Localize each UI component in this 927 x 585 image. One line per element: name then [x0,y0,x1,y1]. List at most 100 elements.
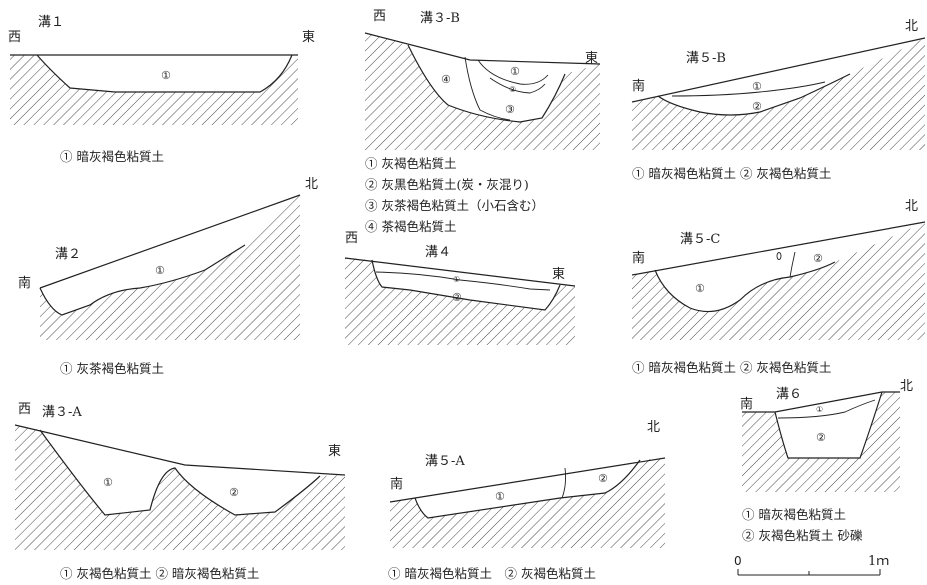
m3b-layer-2: ② [509,85,516,94]
m6-trench-outline [774,391,883,459]
section-m1: 溝１ 西 東 ① ① 暗灰褐色粘質土 [8,15,315,164]
m2-dir-north: 北 [305,177,318,192]
m5a-title: 溝５-A [425,454,465,469]
m5b-soil-hatch [632,38,925,150]
m2-ground-line [39,194,301,289]
m2-dir-south: 南 [18,275,31,291]
m3a-trench-outline [39,429,321,516]
m3b-legend-1: ① 灰褐色粘質土 [365,156,456,171]
scale-end-label: 1ｍ [868,554,889,569]
m3b-legend-2: ② 灰黒色粘質土(炭・灰混り) [365,177,529,192]
m3a-dir-west: 西 [18,402,31,417]
m3a-ground-line [14,424,346,476]
m5c-layer-1: ① [695,282,705,295]
section-m2: 溝２ 南 北 ① ① 灰茶褐色粘質土 [18,177,318,376]
m3a-layer-1: ① [103,476,113,489]
m6-dir-north: 北 [900,379,913,394]
section-m4: 西 溝４ 東 ① ② [344,231,576,345]
m4-ground-line [344,257,576,287]
m5c-legend-1: ① 暗灰褐色粘質土 ② 灰褐色粘質土 [632,360,831,375]
m6-layer-boundary [777,399,876,419]
section-m3a: 溝３-A 西 東 ① ② ① 灰褐色粘質土 ② 暗灰褐色粘質土 [14,402,346,581]
m5c-layer-2: ② [813,252,823,265]
m4-layer-2: ② [452,291,462,304]
m4-dir-west: 西 [345,231,358,246]
m3a-title: 溝３-A [42,405,82,420]
m5c-ground-line [631,221,926,276]
m1-soil-hatch [10,55,298,125]
m4-dir-east: 東 [552,266,565,282]
m2-legend-1: ① 灰茶褐色粘質土 [60,361,164,376]
m5c-dir-north: 北 [905,199,918,214]
m5a-layer-boundary [561,467,567,499]
m3b-ground-line [364,32,601,65]
m1-legend-1: ① 暗灰褐色粘質土 [60,149,164,164]
scale-start-label: 0 [734,554,742,568]
m6-layer-2: ② [816,431,826,444]
m4-soil-hatch [345,258,575,345]
m1-trench-outline [36,54,293,93]
m5b-legend-1: ① 暗灰褐色粘質土 ② 灰褐色粘質土 [632,166,831,181]
section-m3b: 西 溝３-B 東 ① ② ③ ④ ① 灰褐色粘質土 ② 灰黒色粘質土(炭・灰混り… [364,9,601,234]
m2-title: 溝２ [55,247,81,262]
m5b-layer-1: ① [752,80,762,93]
m5c-trench-outline [654,261,836,313]
m6-legend-1: ① 暗灰褐色粘質土 [742,507,846,522]
m1-dir-east: 東 [302,29,315,45]
m5c-title: 溝５-C [680,232,720,247]
m6-ground-line [742,391,900,413]
m5c-layer-boundary [789,251,796,278]
section-m6: 南 溝６ 北 ① ② ① 暗灰褐色粘質土 ② 灰褐色粘質土 砂礫 [740,379,913,543]
m5a-legend-1: ① 暗灰褐色粘質土 ② 灰褐色粘質土 [388,566,596,581]
m3b-trench-outline [407,44,566,123]
m5c-dir-south: 南 [632,250,645,266]
m4-trench-outline [371,259,561,311]
m6-title: 溝６ [776,387,802,402]
m3b-layer-boundary-2 [489,77,546,94]
m3b-soil-hatch [365,33,600,150]
m5b-trench-outline [657,73,851,116]
m4-title: 溝４ [425,245,451,260]
m5a-trench-outline [414,459,641,519]
m5a-ground-line [389,457,666,503]
m5b-title: 溝５-B [686,51,726,66]
m6-legend-2: ② 灰褐色粘質土 砂礫 [742,528,863,543]
section-m5a: 溝５-A 南 北 ① ② ① 暗灰褐色粘質土 ② 灰褐色粘質土 [388,420,666,581]
m2-soil-hatch [40,195,300,340]
m1-title: 溝１ [38,15,64,30]
m2-layer-1: ① [155,264,165,277]
m2-trench-outline [39,244,246,316]
m5b-layer-2: ② [752,100,762,113]
m5b-ground-line [631,37,926,103]
m1-dir-west: 西 [8,30,21,45]
section-m5b: 溝５-B 南 北 ① ② ① 暗灰褐色粘質土 ② 灰褐色粘質土 [631,19,926,181]
m3b-layer-boundary-1 [477,59,549,85]
m5b-dir-south: 南 [632,78,645,94]
m5a-dir-south: 南 [390,476,403,492]
m5a-layer-1: ① [495,490,505,503]
m3b-layer-boundary-4 [464,56,511,121]
m3b-dir-east: 東 [585,50,598,66]
m3a-layer-2: ② [229,486,239,499]
m3a-dir-east: 東 [328,443,341,459]
scale-bar: 0 1ｍ [734,554,889,576]
m3b-layer-1: ① [510,65,520,78]
m6-layer-1: ① [816,405,823,414]
m4-layer-1: ① [453,275,460,284]
m3b-dir-west: 西 [373,9,386,24]
m3b-layer-4: ④ [441,73,451,86]
m3b-legend-3: ③ 灰茶褐色粘質土（小石含む） [365,198,544,213]
m5b-dir-north: 北 [905,19,918,34]
m1-layer-1: ① [161,69,171,82]
m3b-layer-3: ③ [505,103,515,116]
m5c-soil-hatch [632,222,925,340]
m3b-title: 溝３-B [420,11,460,26]
m6-soil-hatch [742,392,900,492]
m6-dir-south: 南 [740,396,753,412]
m3a-legend-1: ① 灰褐色粘質土 ② 暗灰褐色粘質土 [60,566,259,581]
m3b-legend-4: ④ 茶褐色粘質土 [365,219,456,234]
m5b-layer-boundary [671,81,826,97]
section-m5c: 溝５-C 南 北 ① ② ① 暗灰褐色粘質土 ② 灰褐色粘質土 [631,199,926,375]
